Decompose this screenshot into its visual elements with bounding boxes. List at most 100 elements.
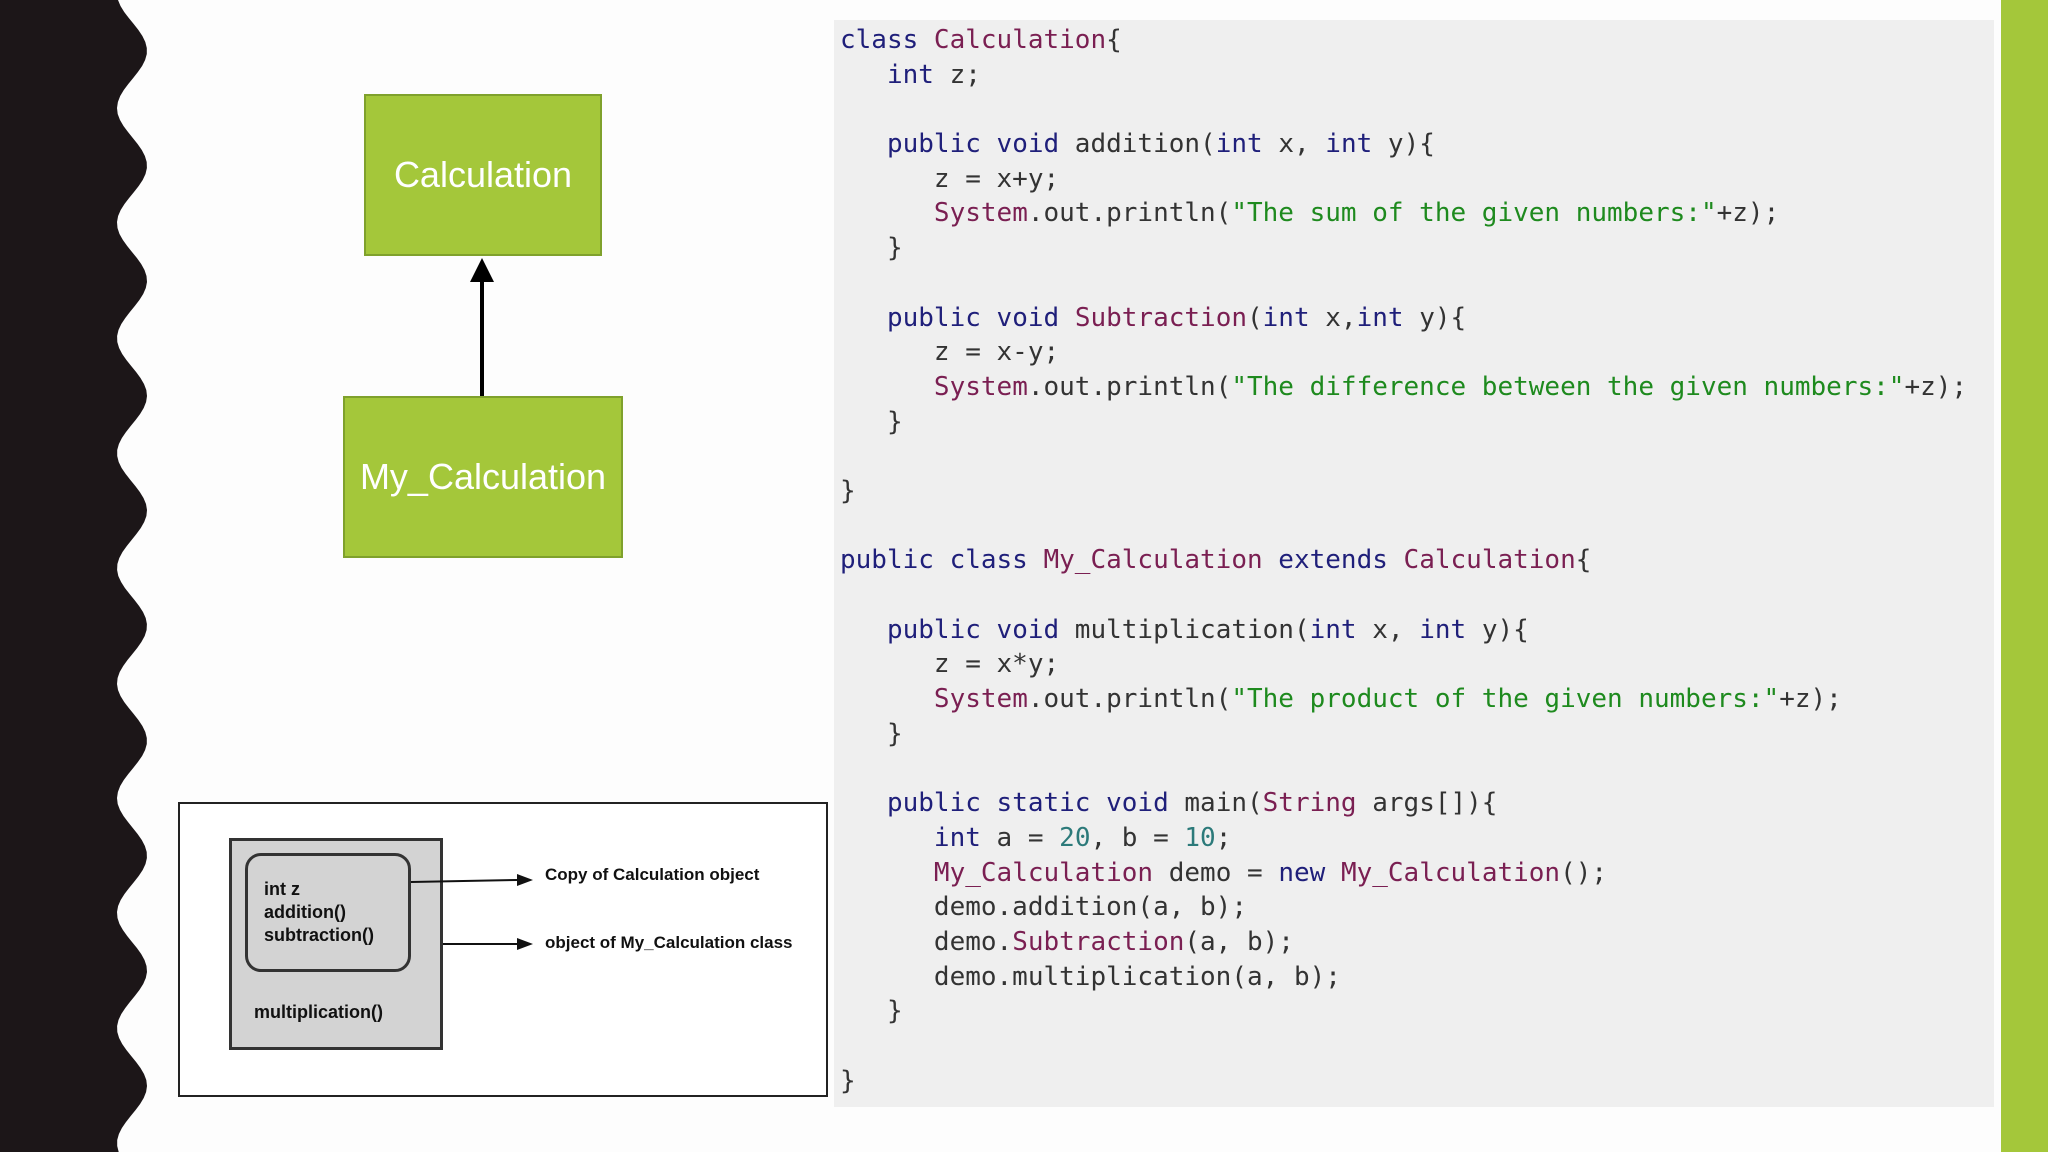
- code-line: public void multiplication(int x, int y)…: [840, 613, 1967, 648]
- code-line: [840, 509, 1967, 544]
- code-line: [840, 439, 1967, 474]
- code-token: Calculation: [1403, 545, 1576, 576]
- code-line: public static void main(String args[]){: [840, 786, 1967, 821]
- code-token: String: [1262, 788, 1357, 819]
- code-token: 10: [1184, 822, 1216, 853]
- code-token: demo.: [840, 926, 1013, 957]
- code-token: 20: [1059, 822, 1091, 853]
- code-token: public void: [886, 129, 1060, 160]
- code-token: y){: [1466, 614, 1529, 645]
- code-token: public void: [886, 302, 1060, 333]
- code-line: public void addition(int x, int y){: [840, 127, 1967, 162]
- code-token: main(: [1168, 788, 1263, 819]
- code-token: [1059, 303, 1075, 333]
- code-token: addition(: [1059, 129, 1216, 160]
- code-panel: class Calculation{ int z; public void ad…: [834, 20, 1994, 1107]
- memory-arrows: [410, 874, 533, 950]
- code-token: extends: [1262, 545, 1404, 576]
- code-token: {: [1575, 545, 1592, 576]
- code-token: , b =: [1090, 822, 1185, 853]
- code-line: }: [840, 231, 1967, 266]
- code-token: z = x*y;: [840, 649, 1060, 680]
- code-token: new: [1278, 857, 1326, 888]
- code-token: (: [1247, 302, 1263, 333]
- code-line: demo.Subtraction(a, b);: [840, 925, 1967, 960]
- code-token: demo.addition(a, b);: [840, 892, 1247, 923]
- code-token: "The difference between the given number…: [1231, 371, 1905, 402]
- code-token: y){: [1403, 302, 1467, 333]
- code-token: System: [933, 198, 1028, 229]
- code-line: [840, 266, 1967, 301]
- code-token: z = x+y;: [840, 163, 1060, 194]
- code-token: "The sum of the given numbers:": [1231, 198, 1717, 229]
- code-token: [840, 788, 887, 818]
- object-of-my-calculation-label: object of My_Calculation class: [545, 933, 793, 952]
- calculation-class-box: Calculation: [364, 94, 602, 256]
- code-token: My_Calculation: [1340, 857, 1561, 888]
- code-line: public void Subtraction(int x,int y){: [840, 301, 1967, 336]
- inheritance-arrowhead: [470, 258, 494, 282]
- code-token: z = x-y;: [840, 337, 1060, 368]
- field-int-z: int z: [264, 879, 300, 899]
- code-token: demo.multiplication(a, b);: [840, 961, 1341, 992]
- code-token: x,: [1262, 129, 1326, 160]
- code-token: +z);: [1904, 371, 1968, 402]
- code-token: +z);: [1716, 198, 1780, 229]
- code-token: (a, b);: [1184, 926, 1294, 957]
- method-subtraction: subtraction(): [264, 925, 374, 945]
- code-token: [840, 303, 887, 333]
- code-line: z = x*y;: [840, 647, 1967, 682]
- copy-of-calculation-label: Copy of Calculation object: [545, 865, 760, 884]
- code-token: }: [840, 406, 903, 437]
- code-token: My_Calculation: [1043, 545, 1263, 576]
- code-token: int: [933, 822, 981, 853]
- code-token: x,: [1309, 302, 1357, 333]
- code-token: [840, 198, 934, 228]
- my-calculation-class-label: My_Calculation: [359, 456, 607, 497]
- code-line: demo.multiplication(a, b);: [840, 960, 1967, 995]
- code-token: Subtraction: [1074, 302, 1247, 333]
- code-token: }: [840, 233, 903, 264]
- code-line: System.out.println("The sum of the given…: [840, 196, 1967, 231]
- code-line: }: [840, 474, 1967, 509]
- code-token: public void: [886, 614, 1060, 645]
- code-line: }: [840, 717, 1967, 752]
- code-token: int: [1215, 129, 1263, 160]
- code-token: [840, 858, 934, 888]
- code-token: demo =: [1153, 857, 1279, 888]
- code-token: multiplication(: [1059, 614, 1310, 645]
- object-arrowhead: [517, 938, 533, 950]
- code-token: .out.println(: [1027, 198, 1232, 229]
- code-token: {: [1106, 25, 1122, 55]
- code-token: int: [1309, 614, 1357, 645]
- code-token: ();: [1560, 857, 1608, 888]
- code-token: .out.println(: [1027, 371, 1232, 402]
- code-token: .out.println(: [1027, 684, 1232, 715]
- code-line: }: [840, 1064, 1967, 1099]
- copy-arrowhead: [517, 874, 533, 886]
- code-token: int: [1356, 302, 1404, 333]
- code-line: demo.addition(a, b);: [840, 890, 1967, 925]
- code-line: }: [840, 405, 1967, 440]
- code-token: }: [840, 475, 856, 506]
- my-calculation-object-box: int z addition() subtraction() multiplic…: [229, 838, 443, 1050]
- code-line: int a = 20, b = 10;: [840, 821, 1967, 856]
- code-line: [840, 92, 1967, 127]
- code-line: System.out.println("The difference betwe…: [840, 370, 1967, 405]
- code-line: }: [840, 994, 1967, 1029]
- object-memory-diagram: int z addition() subtraction() multiplic…: [178, 802, 828, 1097]
- code-token: [1325, 858, 1341, 888]
- code-token: ;: [1215, 822, 1232, 853]
- calculation-class-label: Calculation: [393, 154, 573, 195]
- code-line: [840, 578, 1967, 613]
- code-line: z = x+y;: [840, 162, 1967, 197]
- code-token: [840, 823, 934, 853]
- code-token: public static void: [886, 788, 1169, 819]
- calculation-object-copy-box: int z addition() subtraction(): [245, 853, 411, 972]
- code-token: z;: [933, 59, 981, 90]
- my-calculation-class-box: My_Calculation: [343, 396, 623, 558]
- code-token: x,: [1356, 614, 1420, 645]
- code-token: class: [840, 25, 934, 55]
- code-token: }: [840, 996, 903, 1027]
- code-token: }: [840, 718, 903, 749]
